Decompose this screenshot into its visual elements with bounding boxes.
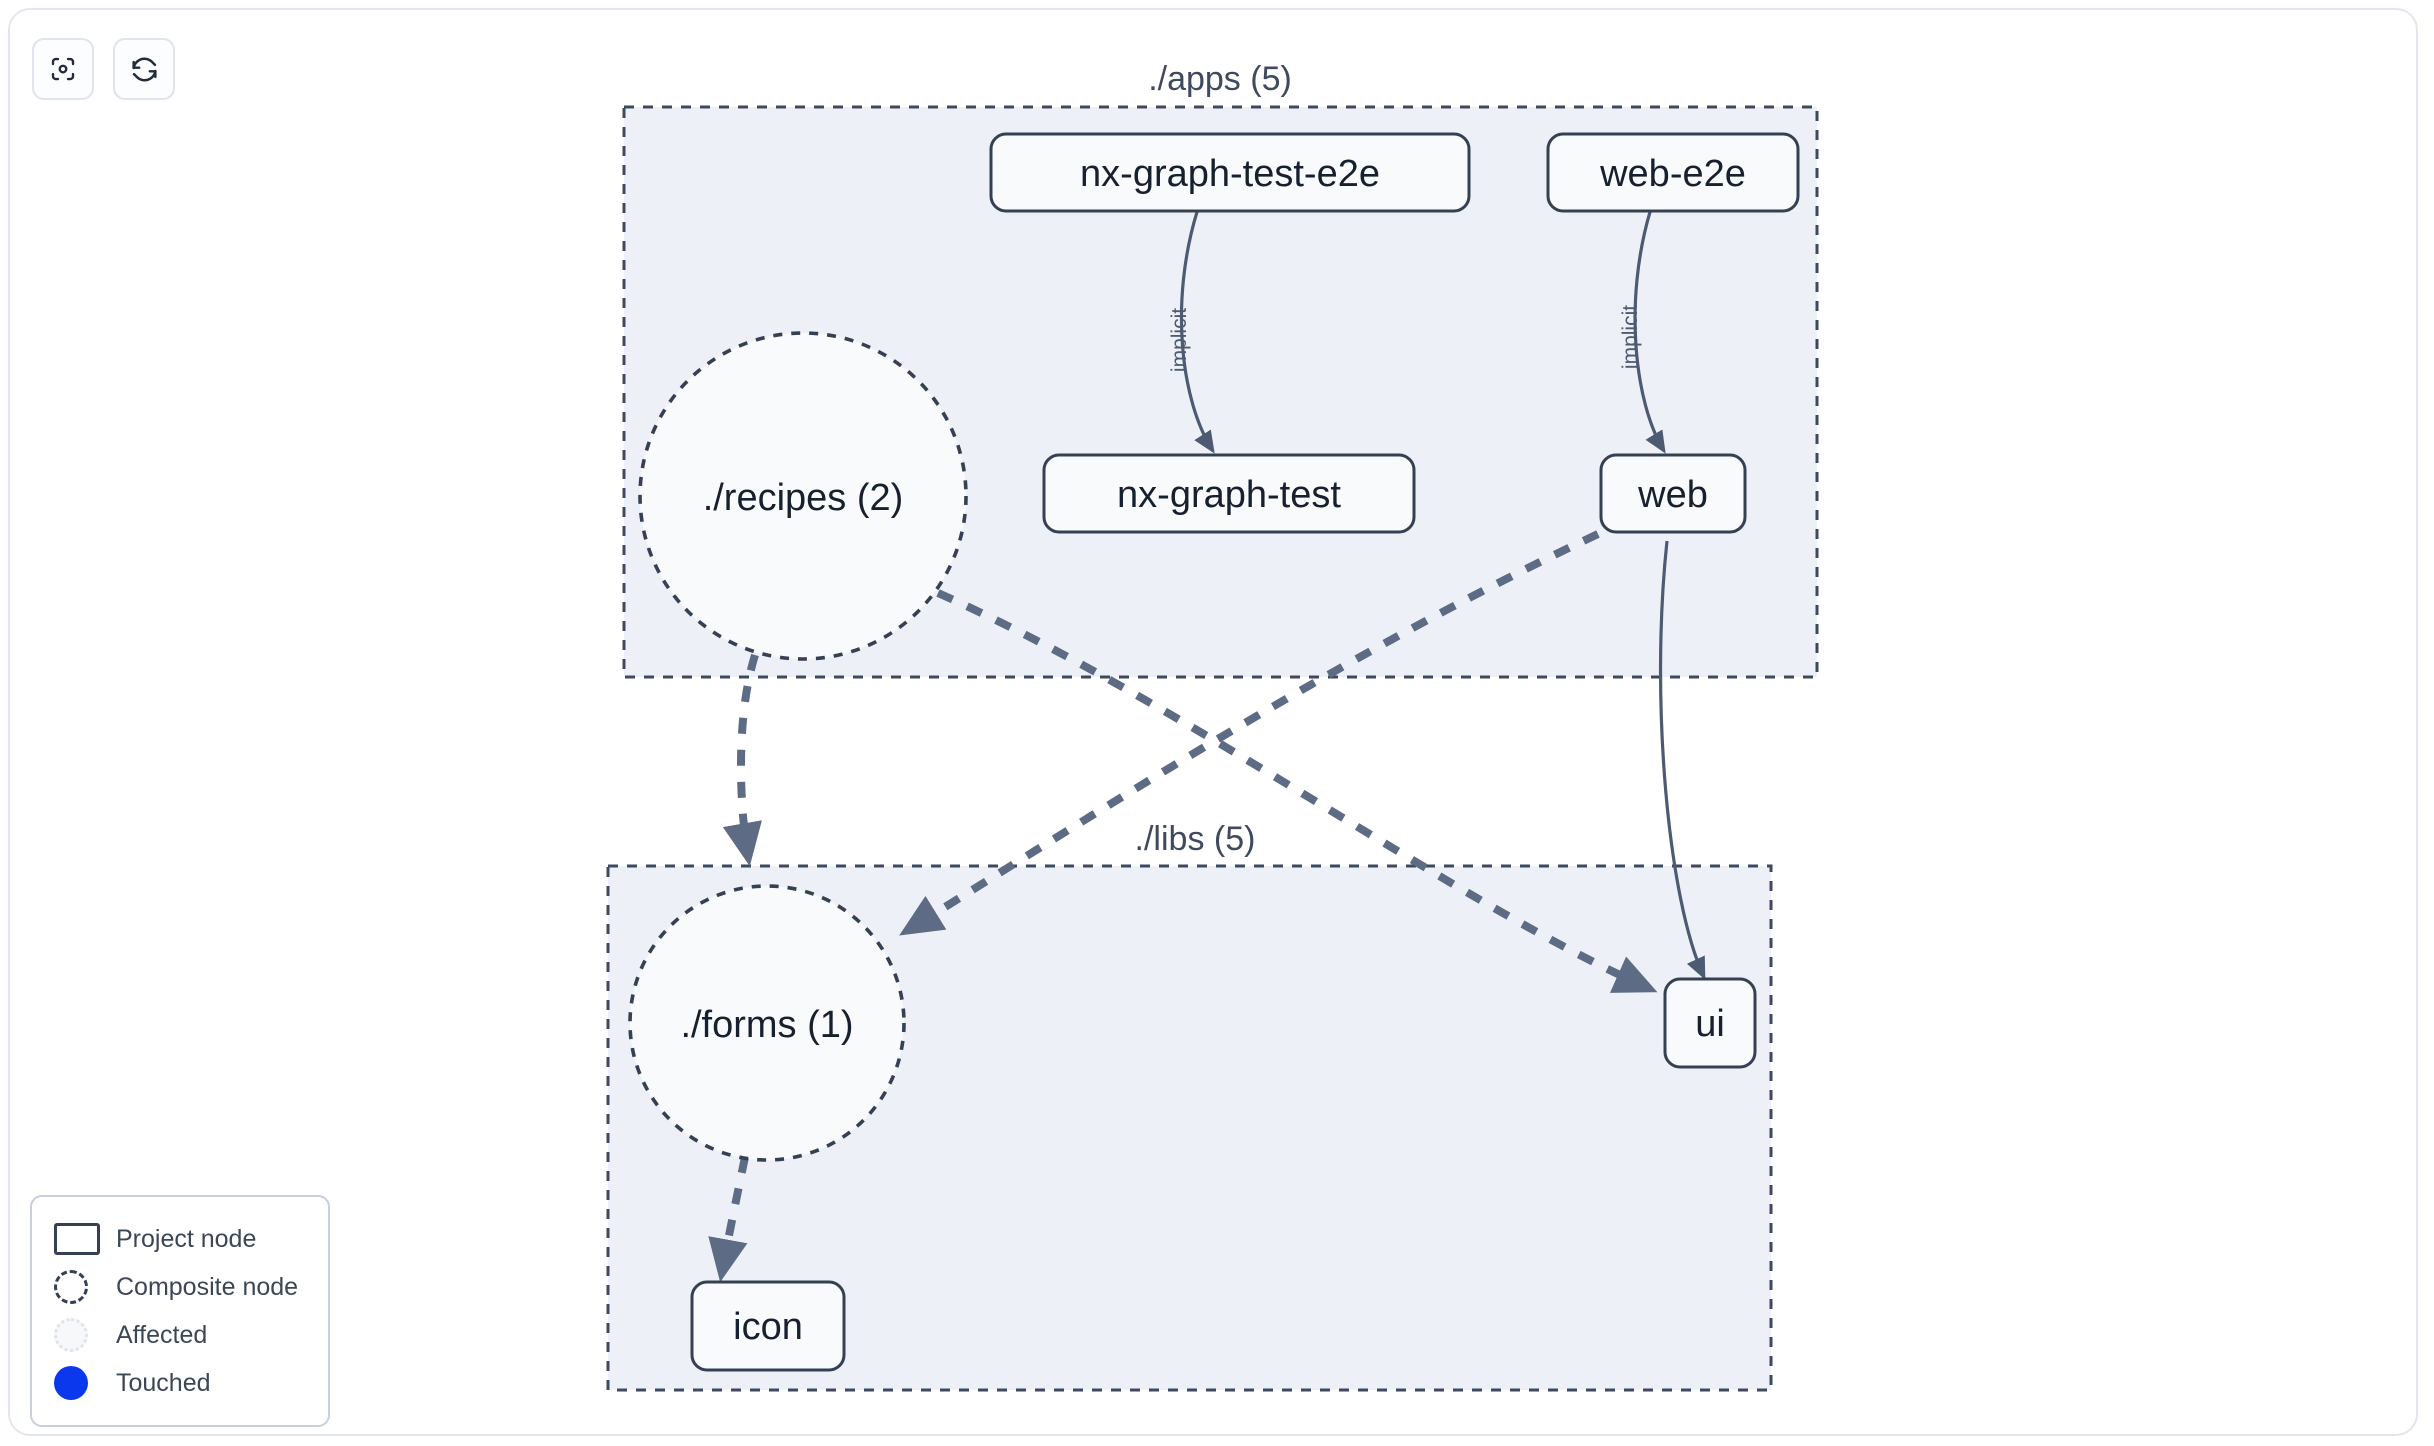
refresh-graph-button[interactable] (113, 38, 175, 100)
edge-web-to-forms[interactable] (899, 530, 1600, 936)
project-node-web-e2e[interactable]: web-e2e (1546, 132, 1800, 213)
graph-legend: Project node Composite node Affected Tou… (30, 1195, 330, 1427)
project-node-swatch-icon (54, 1223, 108, 1255)
legend-item-touched: Touched (54, 1359, 308, 1407)
affected-swatch-icon (54, 1318, 108, 1352)
group-libs-label: ./libs (5) (1135, 820, 1256, 858)
project-node-ui[interactable]: ui (1663, 977, 1757, 1069)
project-node-web-label: web (1637, 474, 1708, 516)
edge-recipes-to-forms[interactable] (722, 653, 762, 867)
legend-label-composite-node: Composite node (116, 1272, 299, 1301)
edge-web-e2e-to-web[interactable] (1633, 211, 1666, 454)
focus-target-icon (48, 54, 78, 84)
project-node-nx-graph-test-e2e[interactable]: nx-graph-test-e2e (989, 132, 1471, 213)
project-node-web-e2e-label: web-e2e (1599, 153, 1746, 195)
legend-label-project-node: Project node (116, 1224, 257, 1253)
project-node-web[interactable]: web (1599, 453, 1747, 534)
touched-swatch-icon (54, 1366, 108, 1400)
project-node-nx-graph-test-e2e-label: nx-graph-test-e2e (1080, 153, 1380, 195)
composite-node-recipes-circle (638, 331, 968, 661)
group-apps-label: ./apps (5) (1148, 60, 1292, 98)
edge-nx-graph-test-e2e-to-nx-graph-test[interactable] (1179, 211, 1215, 454)
composite-node-forms-label: ./forms (1) (680, 1004, 853, 1046)
edge-web-to-ui[interactable] (1658, 540, 1706, 980)
project-node-icon-label: icon (733, 1306, 803, 1348)
project-node-web-box (1599, 453, 1747, 534)
project-node-nx-graph-test-e2e-box (989, 132, 1471, 213)
legend-label-touched: Touched (116, 1368, 211, 1397)
legend-item-composite-node: Composite node (54, 1263, 308, 1311)
project-node-nx-graph-test-label: nx-graph-test (1117, 474, 1341, 516)
focus-graph-button[interactable] (32, 38, 94, 100)
project-node-nx-graph-test[interactable]: nx-graph-test (1042, 453, 1416, 534)
edge-forms-to-icon[interactable] (708, 1156, 749, 1283)
project-node-icon[interactable]: icon (690, 1280, 846, 1372)
composite-node-recipes[interactable]: ./recipes (2) (638, 331, 968, 661)
edge-label-implicit-2: implicit (1619, 305, 1642, 369)
project-node-ui-box (1663, 977, 1757, 1069)
legend-label-affected: Affected (116, 1320, 208, 1349)
project-node-nx-graph-test-box (1042, 453, 1416, 534)
edge-recipes-to-ui[interactable] (936, 589, 1658, 993)
graph-toolbar (32, 38, 175, 100)
project-node-ui-label: ui (1695, 1003, 1725, 1045)
project-node-web-e2e-box (1546, 132, 1800, 213)
project-node-icon-box (690, 1280, 846, 1372)
composite-node-recipes-label: ./recipes (2) (703, 477, 904, 519)
composite-node-forms-circle (628, 884, 906, 1162)
composite-node-forms[interactable]: ./forms (1) (628, 884, 906, 1162)
legend-item-affected: Affected (54, 1311, 308, 1359)
legend-item-project-node: Project node (54, 1215, 308, 1263)
edge-label-implicit-1: implicit (1168, 308, 1191, 372)
refresh-icon (129, 54, 160, 85)
composite-node-swatch-icon (54, 1270, 108, 1304)
